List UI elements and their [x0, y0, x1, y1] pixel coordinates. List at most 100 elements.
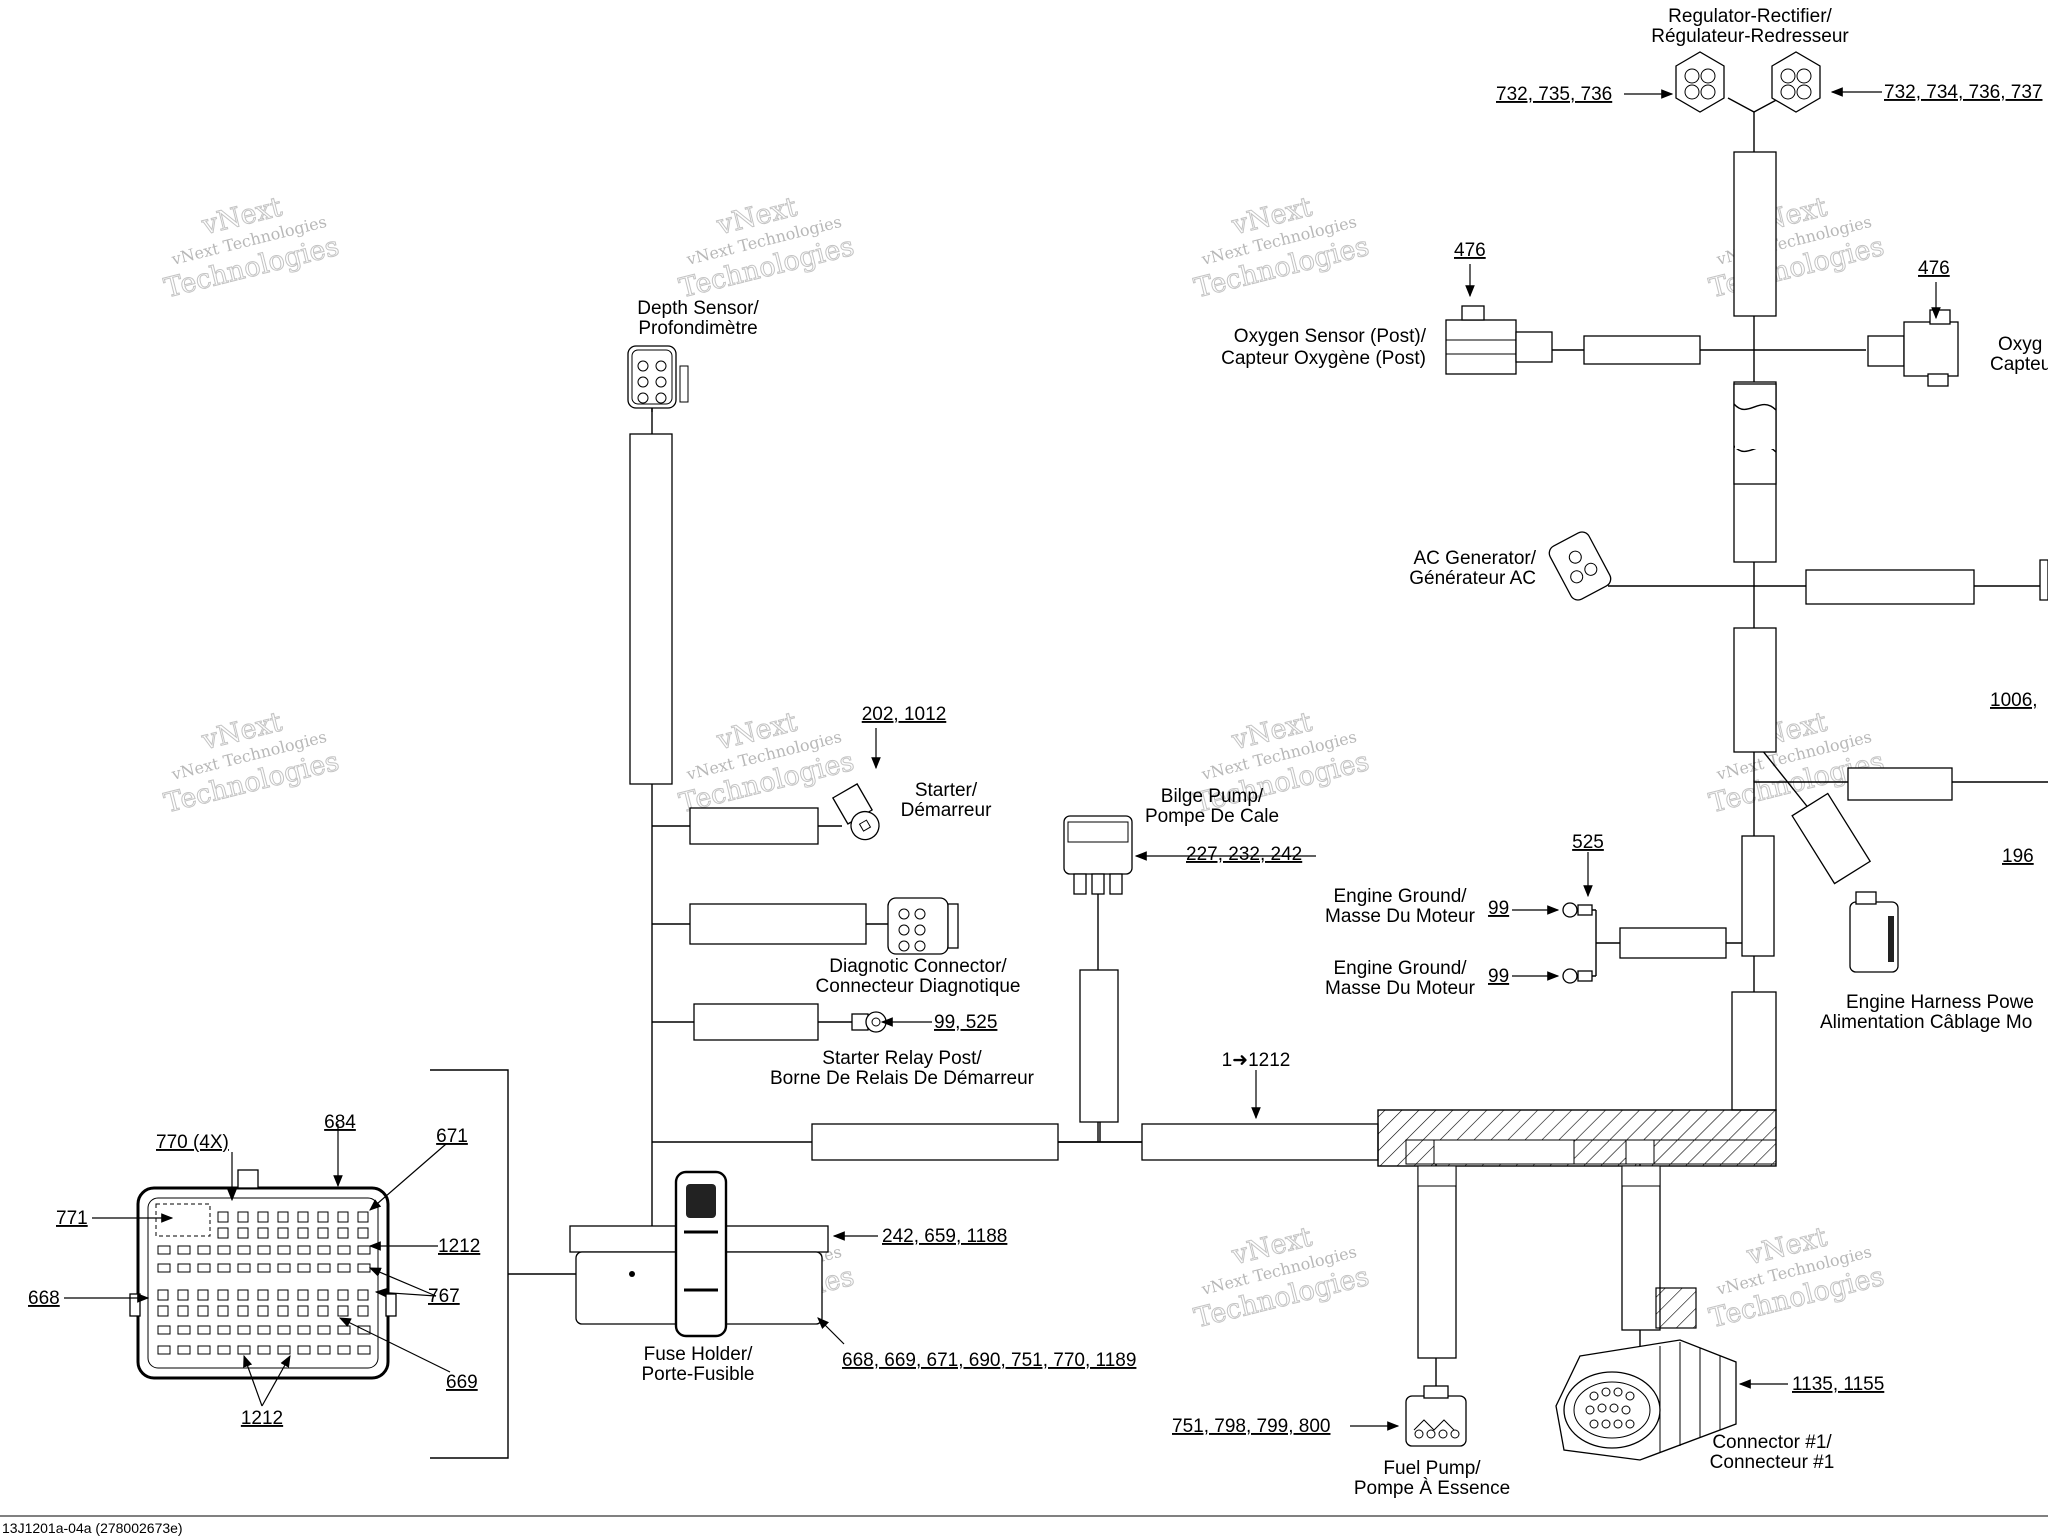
- engine-ground-2-label-en: Engine Ground/: [1333, 958, 1467, 979]
- connector-cavity: [277, 1263, 291, 1273]
- depth-sensor-label-en: Depth Sensor/: [637, 298, 759, 319]
- bilge-pump-connector-icon: [1063, 815, 1133, 895]
- right-ref-1006: 1006,: [1990, 690, 2038, 711]
- drawing-code: 13J1201a-04a (278002673e): [2, 1520, 183, 1536]
- connector-pin: [297, 1211, 309, 1223]
- connector-cavity: [237, 1345, 251, 1355]
- fuse-holder-label-en: Fuse Holder/: [644, 1344, 753, 1365]
- connector-cavity: [177, 1263, 191, 1273]
- connector-pin: [277, 1289, 289, 1301]
- regulator-connector-left-icon: [1675, 51, 1725, 113]
- starter-label-en: Starter/: [915, 780, 978, 801]
- starter-relay-label-en: Starter Relay Post/: [822, 1048, 982, 1069]
- fuse-holder-icon: [569, 1170, 829, 1338]
- fuel-pump-label-en: Fuel Pump/: [1383, 1458, 1481, 1479]
- engine-ground-1-label-en: Engine Ground/: [1333, 886, 1467, 907]
- starter-relay-ref: 99, 525: [934, 1012, 997, 1033]
- connector-pin: [357, 1211, 369, 1223]
- oxygen-pre-label-en: Oxyg: [1998, 334, 2042, 355]
- connector-pin: [257, 1211, 269, 1223]
- connector-pin: [237, 1227, 249, 1239]
- connector-pin: [317, 1227, 329, 1239]
- splice-ref: 1➜1212: [1222, 1050, 1291, 1071]
- connector-cavity: [157, 1263, 171, 1273]
- oxygen-post-label-en: Oxygen Sensor (Post)/: [1234, 326, 1427, 347]
- fuse-holder-ref-bottom: 668, 669, 671, 690, 751, 770, 1189: [842, 1350, 1136, 1371]
- engine-harness-power-label-en: Engine Harness Powe: [1846, 992, 2034, 1013]
- regulator-connector-right-icon: [1771, 51, 1821, 113]
- connector-cavity: [277, 1325, 291, 1335]
- connector-pin: [197, 1289, 209, 1301]
- starter-relay-label-fr: Borne De Relais De Démarreur: [770, 1068, 1035, 1089]
- connector-pin: [257, 1305, 269, 1317]
- connector-cavity: [177, 1345, 191, 1355]
- diagnostic-connector-icon: [887, 897, 959, 955]
- connector-pin: [217, 1227, 229, 1239]
- detail-ref-671: 671: [436, 1126, 468, 1147]
- detail-ref-770: 770 (4X): [156, 1132, 229, 1153]
- connector-cavity: [217, 1245, 231, 1255]
- regulator-left-refs: 732, 735, 736: [1496, 84, 1612, 105]
- right-ref-196: 196: [2002, 846, 2034, 867]
- bilge-pump-label-fr: Pompe De Cale: [1145, 806, 1279, 827]
- connector-cavity: [297, 1325, 311, 1335]
- fuel-pump-connector-icon: [1405, 1385, 1467, 1447]
- connector-pin: [357, 1289, 369, 1301]
- connector-cavity: [317, 1325, 331, 1335]
- connector-pin: [157, 1305, 169, 1317]
- connector-cavity: [197, 1345, 211, 1355]
- engine-harness-power-connector-icon: [1849, 891, 1899, 973]
- starter-relay-ring-terminal-icon: [851, 1011, 887, 1033]
- connector-pin: [237, 1305, 249, 1317]
- connector-cavity: [337, 1345, 351, 1355]
- connector-cavity: [177, 1325, 191, 1335]
- regulator-label-fr: Régulateur-Redresseur: [1651, 26, 1849, 47]
- connector-cavity: [217, 1325, 231, 1335]
- connector-1-label-fr: Connecteur #1: [1710, 1452, 1835, 1473]
- detail-ref-669: 669: [446, 1372, 478, 1393]
- right-partial-connector-icon: [2039, 559, 2048, 601]
- regulator-right-refs: 732, 734, 736, 737: [1884, 82, 2042, 103]
- fuel-pump-label-fr: Pompe À Essence: [1354, 1478, 1510, 1499]
- connector-cavity: [317, 1263, 331, 1273]
- fuel-pump-ref: 751, 798, 799, 800: [1172, 1416, 1330, 1437]
- connector-pin: [177, 1289, 189, 1301]
- engine-ground-ring-terminal-1-icon: [1562, 902, 1593, 918]
- connector-cavity: [317, 1345, 331, 1355]
- oxygen-post-label-fr: Capteur Oxygène (Post): [1221, 348, 1426, 369]
- diag-connector-label-fr: Connecteur Diagnotique: [816, 976, 1021, 997]
- connector-cavity: [257, 1245, 271, 1255]
- regulator-label-en: Regulator-Rectifier/: [1668, 6, 1832, 27]
- connector-pin: [357, 1227, 369, 1239]
- engine-ground-2-label-fr: Masse Du Moteur: [1325, 978, 1476, 999]
- engine-ground-1-label-fr: Masse Du Moteur: [1325, 906, 1476, 927]
- labels: Regulator-Rectifier/ Régulateur-Redresse…: [28, 6, 2048, 1499]
- depth-sensor-label-fr: Profondimètre: [638, 318, 757, 339]
- connector-pin: [257, 1289, 269, 1301]
- wire-sleeves: [629, 151, 1975, 1359]
- fuse-holder-ref-top: 242, 659, 1188: [882, 1226, 1007, 1247]
- connector-pin: [217, 1211, 229, 1223]
- connector-pin: [337, 1211, 349, 1223]
- connector-1-icon: [1555, 1339, 1737, 1461]
- ac-generator-connector-icon: [1548, 531, 1612, 601]
- connector-pin: [317, 1211, 329, 1223]
- connector-cavity: [237, 1263, 251, 1273]
- connector-1-ref: 1135, 1155: [1792, 1374, 1884, 1395]
- connector-cavity: [337, 1245, 351, 1255]
- connector-cavity: [257, 1263, 271, 1273]
- connector-pin: [237, 1211, 249, 1223]
- connector-cavity: [157, 1245, 171, 1255]
- engine-ground-2-ref: 99: [1488, 966, 1509, 987]
- engine-harness-power-label-fr: Alimentation Câblage Mo: [1820, 1012, 2032, 1033]
- connector-pin: [337, 1227, 349, 1239]
- engine-ground-1-ref: 99: [1488, 898, 1509, 919]
- connector-pin: [337, 1289, 349, 1301]
- trunk-break: [1733, 383, 1777, 485]
- connector-cavity: [257, 1325, 271, 1335]
- connector-pin: [177, 1305, 189, 1317]
- diag-connector-label-en: Diagnotic Connector/: [829, 956, 1007, 977]
